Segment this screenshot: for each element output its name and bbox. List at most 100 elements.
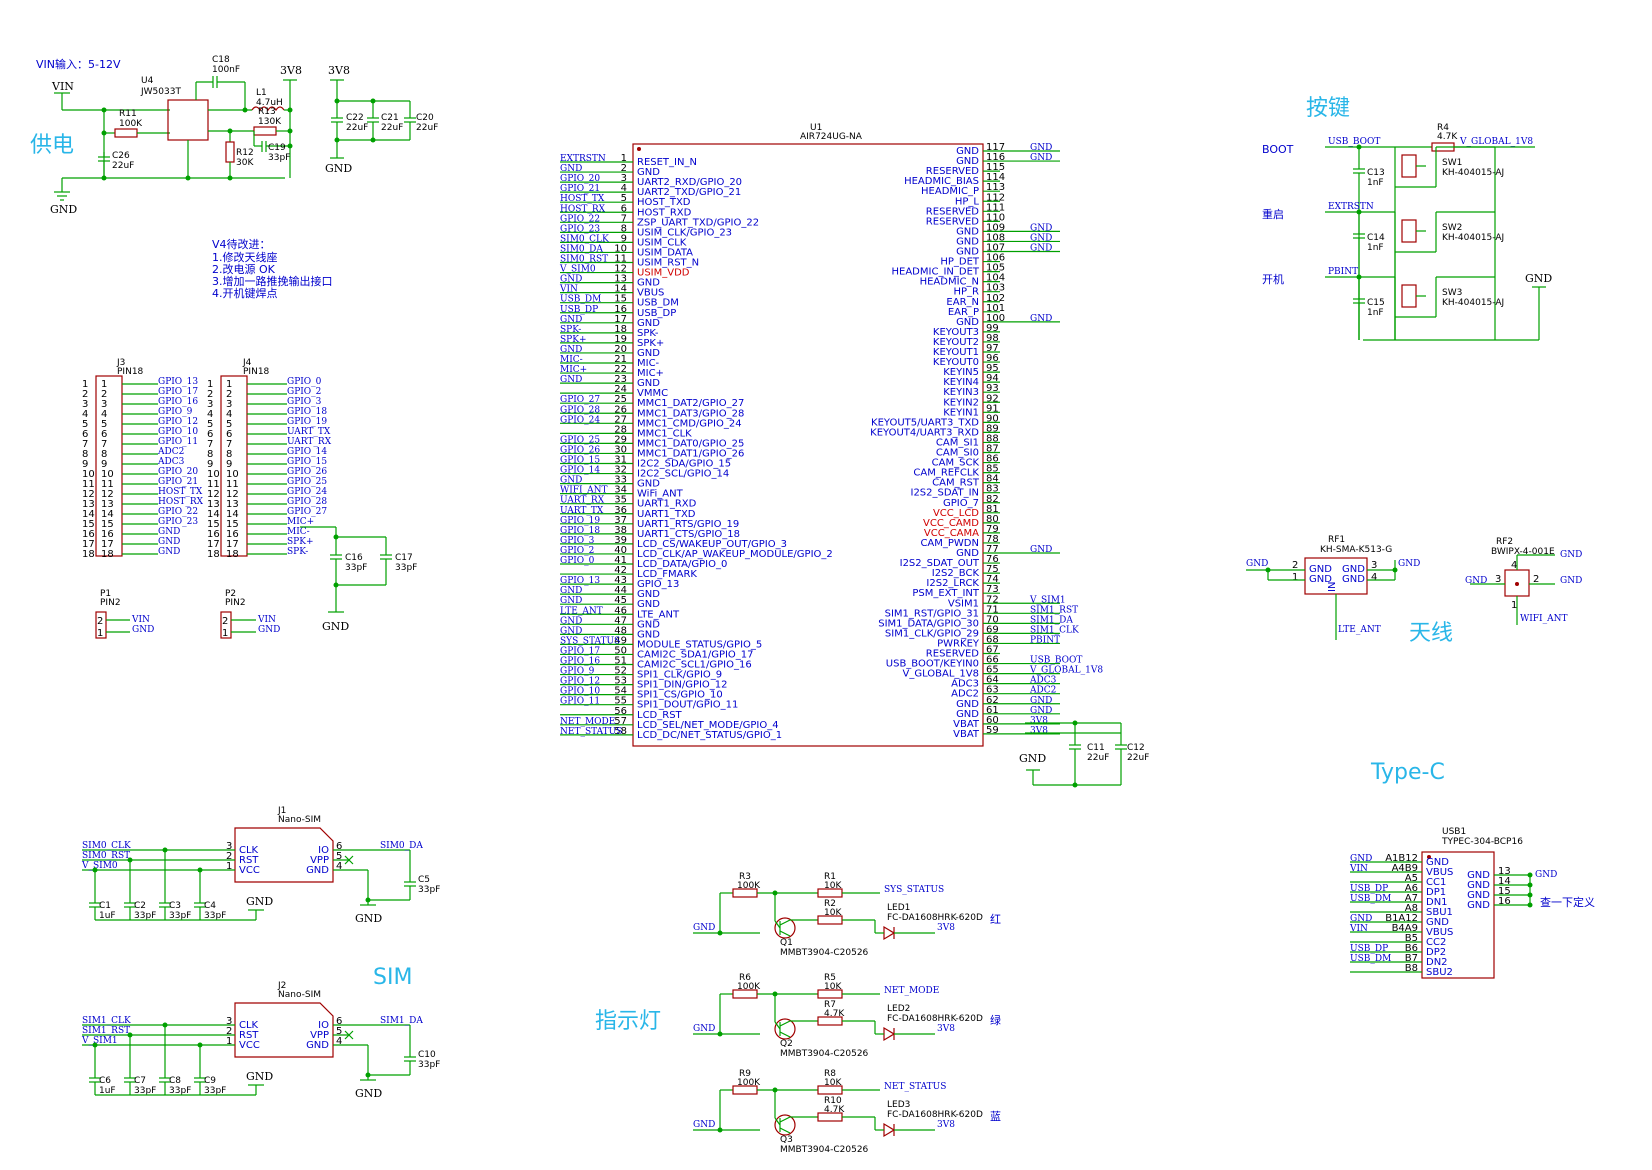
net-label: V_SIM1 (81, 1036, 118, 1046)
pin-name: RESERVED (926, 216, 979, 227)
net-label: GPIO_17 (158, 387, 198, 397)
pin-number: 72 (986, 594, 999, 605)
net-label: GPIO_18 (287, 407, 327, 417)
svg-text:1: 1 (82, 379, 88, 390)
res-ref: R2 (824, 899, 836, 909)
svg-text:GND: GND (1560, 576, 1582, 586)
pin-number: 54 (614, 686, 627, 697)
cap-ref: C9 (204, 1076, 216, 1086)
cap-ref: C13 (1367, 168, 1385, 178)
svg-text:RF1: RF1 (1328, 535, 1345, 545)
cap-ref: C10 (418, 1050, 436, 1060)
net-label: GPIO_19 (560, 516, 600, 526)
pin-name: SPK+ (637, 338, 664, 349)
pin-name: KEYIN5 (943, 367, 979, 378)
net-label: GND (1030, 223, 1052, 233)
sim-pin-name: RST (239, 1030, 259, 1041)
cap-value: 33pF (134, 1086, 156, 1096)
usb1-body (1421, 851, 1495, 979)
svg-text:C11: C11 (1087, 743, 1105, 753)
net-label: V_SIM0 (559, 265, 596, 275)
pin-number: 43 (614, 575, 627, 586)
section-title-typec: Type-C (1370, 760, 1445, 785)
pin-name: KEYIN2 (943, 397, 979, 408)
3v8-label: 3V8 (280, 64, 302, 77)
transistor-value: MMBT3904-C20526 (780, 948, 869, 958)
net-label: 3V8 (937, 1024, 955, 1034)
cap-value: 1uF (99, 1086, 116, 1096)
svg-text:10: 10 (82, 469, 95, 480)
svg-text:18: 18 (82, 549, 95, 560)
svg-text:GND: GND (132, 625, 154, 635)
sim-value: Nano-SIM (278, 990, 321, 1000)
pin-name: KEYOUT5/UART3_TXD (871, 417, 979, 428)
net-label: ADC3 (1029, 676, 1057, 686)
svg-text:16: 16 (226, 529, 239, 540)
svg-text:22uF: 22uF (381, 123, 403, 133)
res-ref: R9 (739, 1069, 751, 1079)
pin-number: A8 (1405, 903, 1418, 914)
pin-number: 99 (986, 323, 999, 334)
pin-number: 55 (614, 696, 627, 707)
net-label: VIN (559, 285, 578, 295)
pin-number: 106 (986, 253, 1005, 264)
pin-name: CC2 (1426, 937, 1446, 948)
pin-name: SBU1 (1426, 907, 1453, 918)
pin-name: VBUS (1426, 867, 1453, 878)
pin-number: 116 (986, 152, 1005, 163)
svg-text:33pF: 33pF (395, 563, 417, 573)
svg-text:3: 3 (226, 1016, 232, 1027)
pin-number: 73 (986, 584, 999, 595)
svg-text:4: 4 (101, 409, 107, 420)
pin-name: KEYOUT4/UART3_RXD (870, 427, 979, 438)
net-label: GPIO_16 (158, 397, 198, 407)
led-color-label: 红 (990, 913, 1001, 926)
c26-ref: C26 (112, 151, 130, 161)
svg-text:7: 7 (226, 439, 232, 450)
res-ref: R8 (824, 1069, 836, 1079)
pin-number: 92 (986, 393, 999, 404)
svg-text:15: 15 (207, 519, 220, 530)
net-label: GND (1350, 914, 1372, 924)
pin-number: 33 (614, 475, 627, 486)
svg-text:RF2: RF2 (1496, 537, 1513, 547)
r11-value: 100K (119, 119, 143, 129)
pin-number: 15 (1498, 886, 1511, 897)
pin-number: 70 (986, 614, 999, 625)
pin-number: 42 (614, 565, 627, 576)
pin-number: 87 (986, 444, 999, 455)
pin-name: MMC1_DAT1/GPIO_26 (637, 448, 744, 459)
pin-number: 80 (986, 514, 999, 525)
pin-number: 68 (986, 634, 999, 645)
svg-text:5: 5 (336, 1026, 342, 1037)
pin-number: 115 (986, 162, 1005, 173)
net-label: UART_TX (560, 506, 604, 516)
section-title-keys: 按键 (1306, 96, 1350, 121)
pin-number: 16 (614, 304, 627, 315)
pin-number: 14 (1498, 876, 1511, 887)
res-value: 4.7K (824, 1105, 845, 1115)
u1-ref: U1 (810, 123, 822, 133)
net-label: HOST_RX (560, 204, 606, 214)
